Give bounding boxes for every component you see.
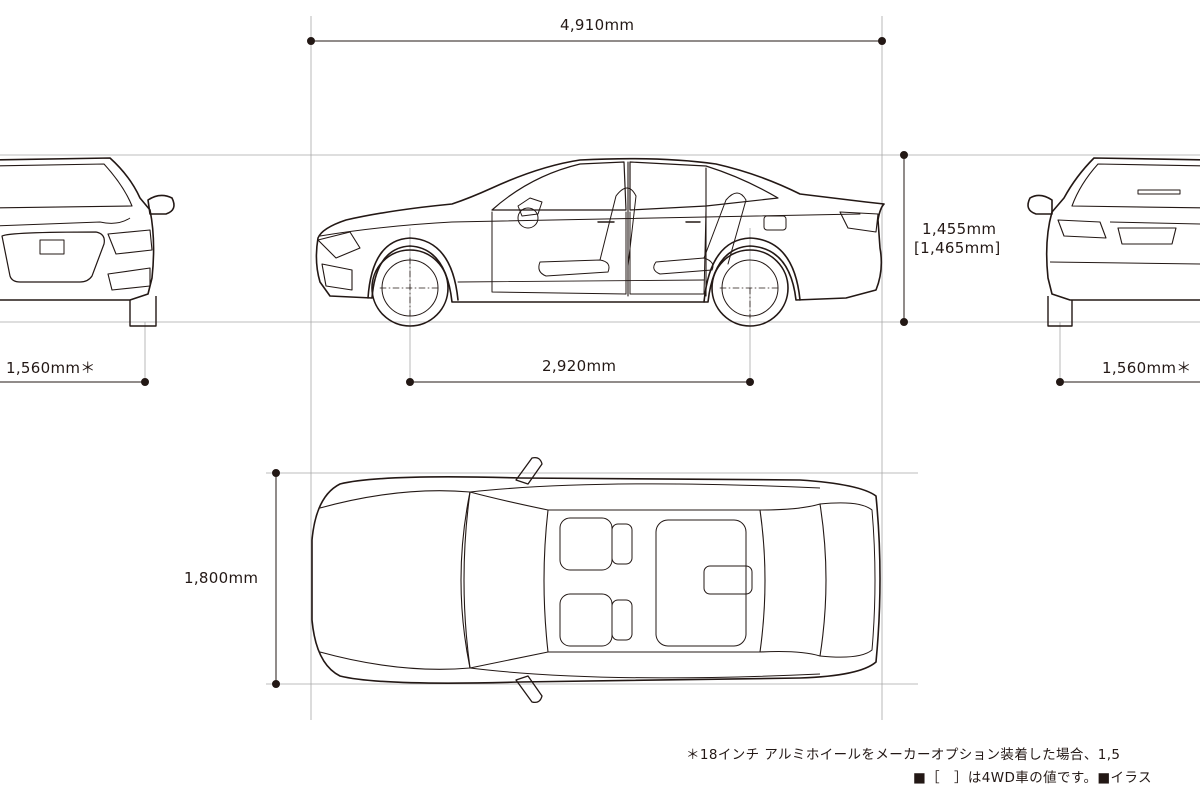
footnote-line-1: ＊18インチ アルミホイールをメーカーオプション装着した場合、1,5: [686, 747, 1121, 763]
length-label: 4,910mm: [560, 16, 635, 34]
rear-tread-label: 1,560mm＊: [1102, 359, 1192, 377]
front-tread-label: 1,560mm＊: [6, 359, 96, 377]
footnote-line-2: ■［ ］は4WD車の値です。■イラス: [913, 770, 1152, 786]
side-view-car: [315, 157, 885, 327]
height-label: 1,455mm: [922, 220, 997, 238]
top-view-car: [311, 456, 881, 704]
width-label: 1,800mm: [184, 569, 259, 587]
rear-view-car: [1027, 157, 1200, 327]
wheelbase-label: 2,920mm: [542, 357, 617, 375]
front-view-car: [0, 157, 175, 327]
height-4wd-label: [1,465mm]: [914, 239, 1001, 257]
dimension-lines: [0, 37, 1200, 688]
guide-lines: [0, 16, 1200, 720]
